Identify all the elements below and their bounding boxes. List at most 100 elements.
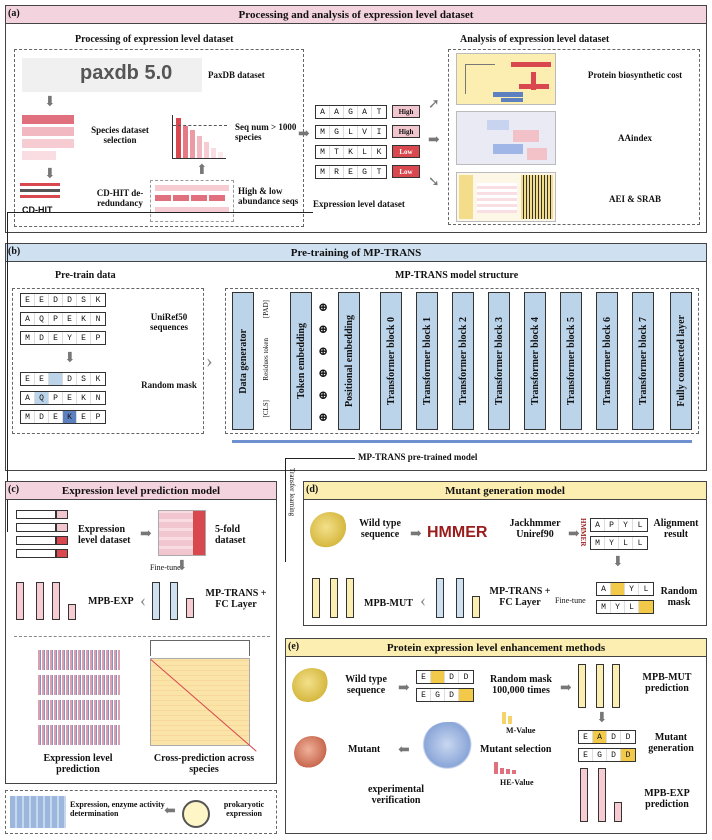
arrow-up-1: ⬆ bbox=[196, 163, 208, 178]
abundance-tag: Low bbox=[392, 145, 420, 158]
fivefold-figure bbox=[158, 510, 206, 556]
connector-a-to-c bbox=[7, 212, 8, 532]
residue: D bbox=[621, 749, 635, 761]
residue bbox=[459, 689, 473, 701]
residue: D bbox=[607, 731, 621, 743]
hmmer-logo: HMMER bbox=[427, 524, 488, 541]
residue: T bbox=[376, 168, 382, 177]
mutant-selection-label: Mutant selection bbox=[480, 744, 552, 755]
analysis-aaindex: AAindex bbox=[617, 133, 652, 143]
abundance-tag: Low bbox=[392, 165, 420, 178]
residue: D bbox=[63, 373, 77, 385]
residue: E bbox=[63, 313, 77, 325]
transformer-block: Transformer block 0 bbox=[380, 292, 402, 430]
transformer-block-label: Transformer block 2 bbox=[457, 317, 469, 405]
residue: M bbox=[316, 166, 330, 178]
c-separator bbox=[14, 636, 270, 637]
exp-verification-label: experimental verification bbox=[367, 784, 425, 806]
residue: E bbox=[417, 671, 431, 683]
residue: L bbox=[625, 601, 639, 613]
abundance-tag: High bbox=[392, 105, 420, 118]
processing-box bbox=[14, 49, 304, 227]
residue bbox=[49, 373, 63, 385]
bottom-arrow-left: ⬅ bbox=[164, 804, 176, 819]
panel-b-label: (b) bbox=[8, 246, 21, 257]
e-wild-type-label: Wild type sequence bbox=[345, 674, 387, 696]
panel-d: Mutant generation model (d) bbox=[303, 481, 707, 626]
residue: S bbox=[77, 294, 91, 306]
panel-c-title: Expression level prediction model bbox=[61, 485, 221, 497]
positional-embedding-block: Positional embedding bbox=[338, 292, 360, 430]
residue: R bbox=[330, 166, 344, 178]
residue: M bbox=[597, 601, 611, 613]
expr-pred-figure bbox=[38, 650, 120, 746]
residue: G bbox=[431, 689, 445, 701]
pretrained-label: MP-TRANS pre-trained model bbox=[358, 452, 478, 462]
transformer-block-label: Transformer block 0 bbox=[385, 317, 397, 405]
petri-icon bbox=[182, 800, 210, 828]
residue: P bbox=[95, 334, 101, 343]
panel-b-title-bar: Pre-training of MP-TRANS bbox=[6, 244, 706, 262]
token-embedding-block: Token embedding bbox=[290, 292, 312, 430]
mutant-gen-label: Mutant generation bbox=[648, 732, 694, 754]
complex-structure-icon bbox=[422, 722, 478, 772]
residue: K bbox=[376, 148, 382, 157]
mpb-mut-e-icon bbox=[578, 664, 624, 710]
mptrans-d-icon bbox=[436, 578, 486, 620]
fivefold-label: 5-fold dataset bbox=[215, 524, 246, 546]
residue: A bbox=[358, 106, 372, 118]
c-chevron-left-icon: ‹ bbox=[140, 590, 146, 610]
residue: E bbox=[579, 749, 593, 761]
uniref-label: UniRef50 sequences bbox=[150, 312, 188, 332]
m-value-label: M-Value bbox=[506, 726, 536, 735]
residue: A bbox=[591, 519, 605, 531]
residue: D bbox=[445, 689, 459, 701]
random-mask-label: Random mask bbox=[141, 380, 197, 390]
residue: E bbox=[417, 689, 431, 701]
residue: D bbox=[607, 749, 621, 761]
residue: P bbox=[49, 392, 63, 404]
mpb-exp-e-icon bbox=[580, 768, 626, 826]
panel-a-title-bar: Processing and analysis of expression le… bbox=[6, 6, 706, 24]
residue bbox=[431, 671, 445, 683]
connector-transfer-v bbox=[285, 458, 286, 562]
mptrans-c-icon bbox=[152, 578, 198, 624]
d-mptrans-fc-label: MP-TRANS + FC Layer bbox=[489, 586, 551, 608]
prokaryotic-label: prokaryotic expression bbox=[223, 800, 265, 818]
arrow-to-analysis-2: ➡ bbox=[428, 133, 440, 148]
fc-layer-label: Fully connected layer bbox=[675, 315, 687, 407]
alignment-label: Alignment result bbox=[653, 518, 699, 540]
model-underline bbox=[232, 440, 692, 443]
token-cls: [CLS] bbox=[262, 400, 270, 418]
residue: G bbox=[344, 106, 358, 118]
transformer-block: Transformer block 3 bbox=[488, 292, 510, 430]
e-arrow-2: ➡ bbox=[560, 681, 572, 696]
transformer-block-label: Transformer block 7 bbox=[637, 317, 649, 405]
expr-dataset-label: Expression level dataset bbox=[313, 199, 405, 209]
panel-e-title: Protein expression level enhancement met… bbox=[386, 642, 606, 654]
residue: D bbox=[35, 332, 49, 344]
m-value-bars bbox=[500, 710, 530, 724]
residue: D bbox=[445, 671, 459, 683]
transformer-block-label: Transformer block 6 bbox=[601, 317, 613, 405]
c-expr-dataset-label: Expression level dataset bbox=[78, 524, 131, 546]
residue: M bbox=[591, 537, 605, 549]
transfer-label: Transfer learning bbox=[288, 468, 296, 517]
biosynthetic-cost-figure bbox=[456, 53, 556, 105]
residue: G bbox=[358, 166, 372, 178]
residue: Q bbox=[35, 392, 49, 404]
residue: S bbox=[77, 373, 91, 385]
arrow-to-analysis-3: ➘ bbox=[428, 175, 440, 190]
bottom-verification-box bbox=[5, 790, 277, 834]
transformer-block: Transformer block 6 bbox=[596, 292, 618, 430]
residue: Y bbox=[625, 583, 639, 595]
abundance-box bbox=[150, 180, 234, 222]
residue: A bbox=[21, 392, 35, 404]
